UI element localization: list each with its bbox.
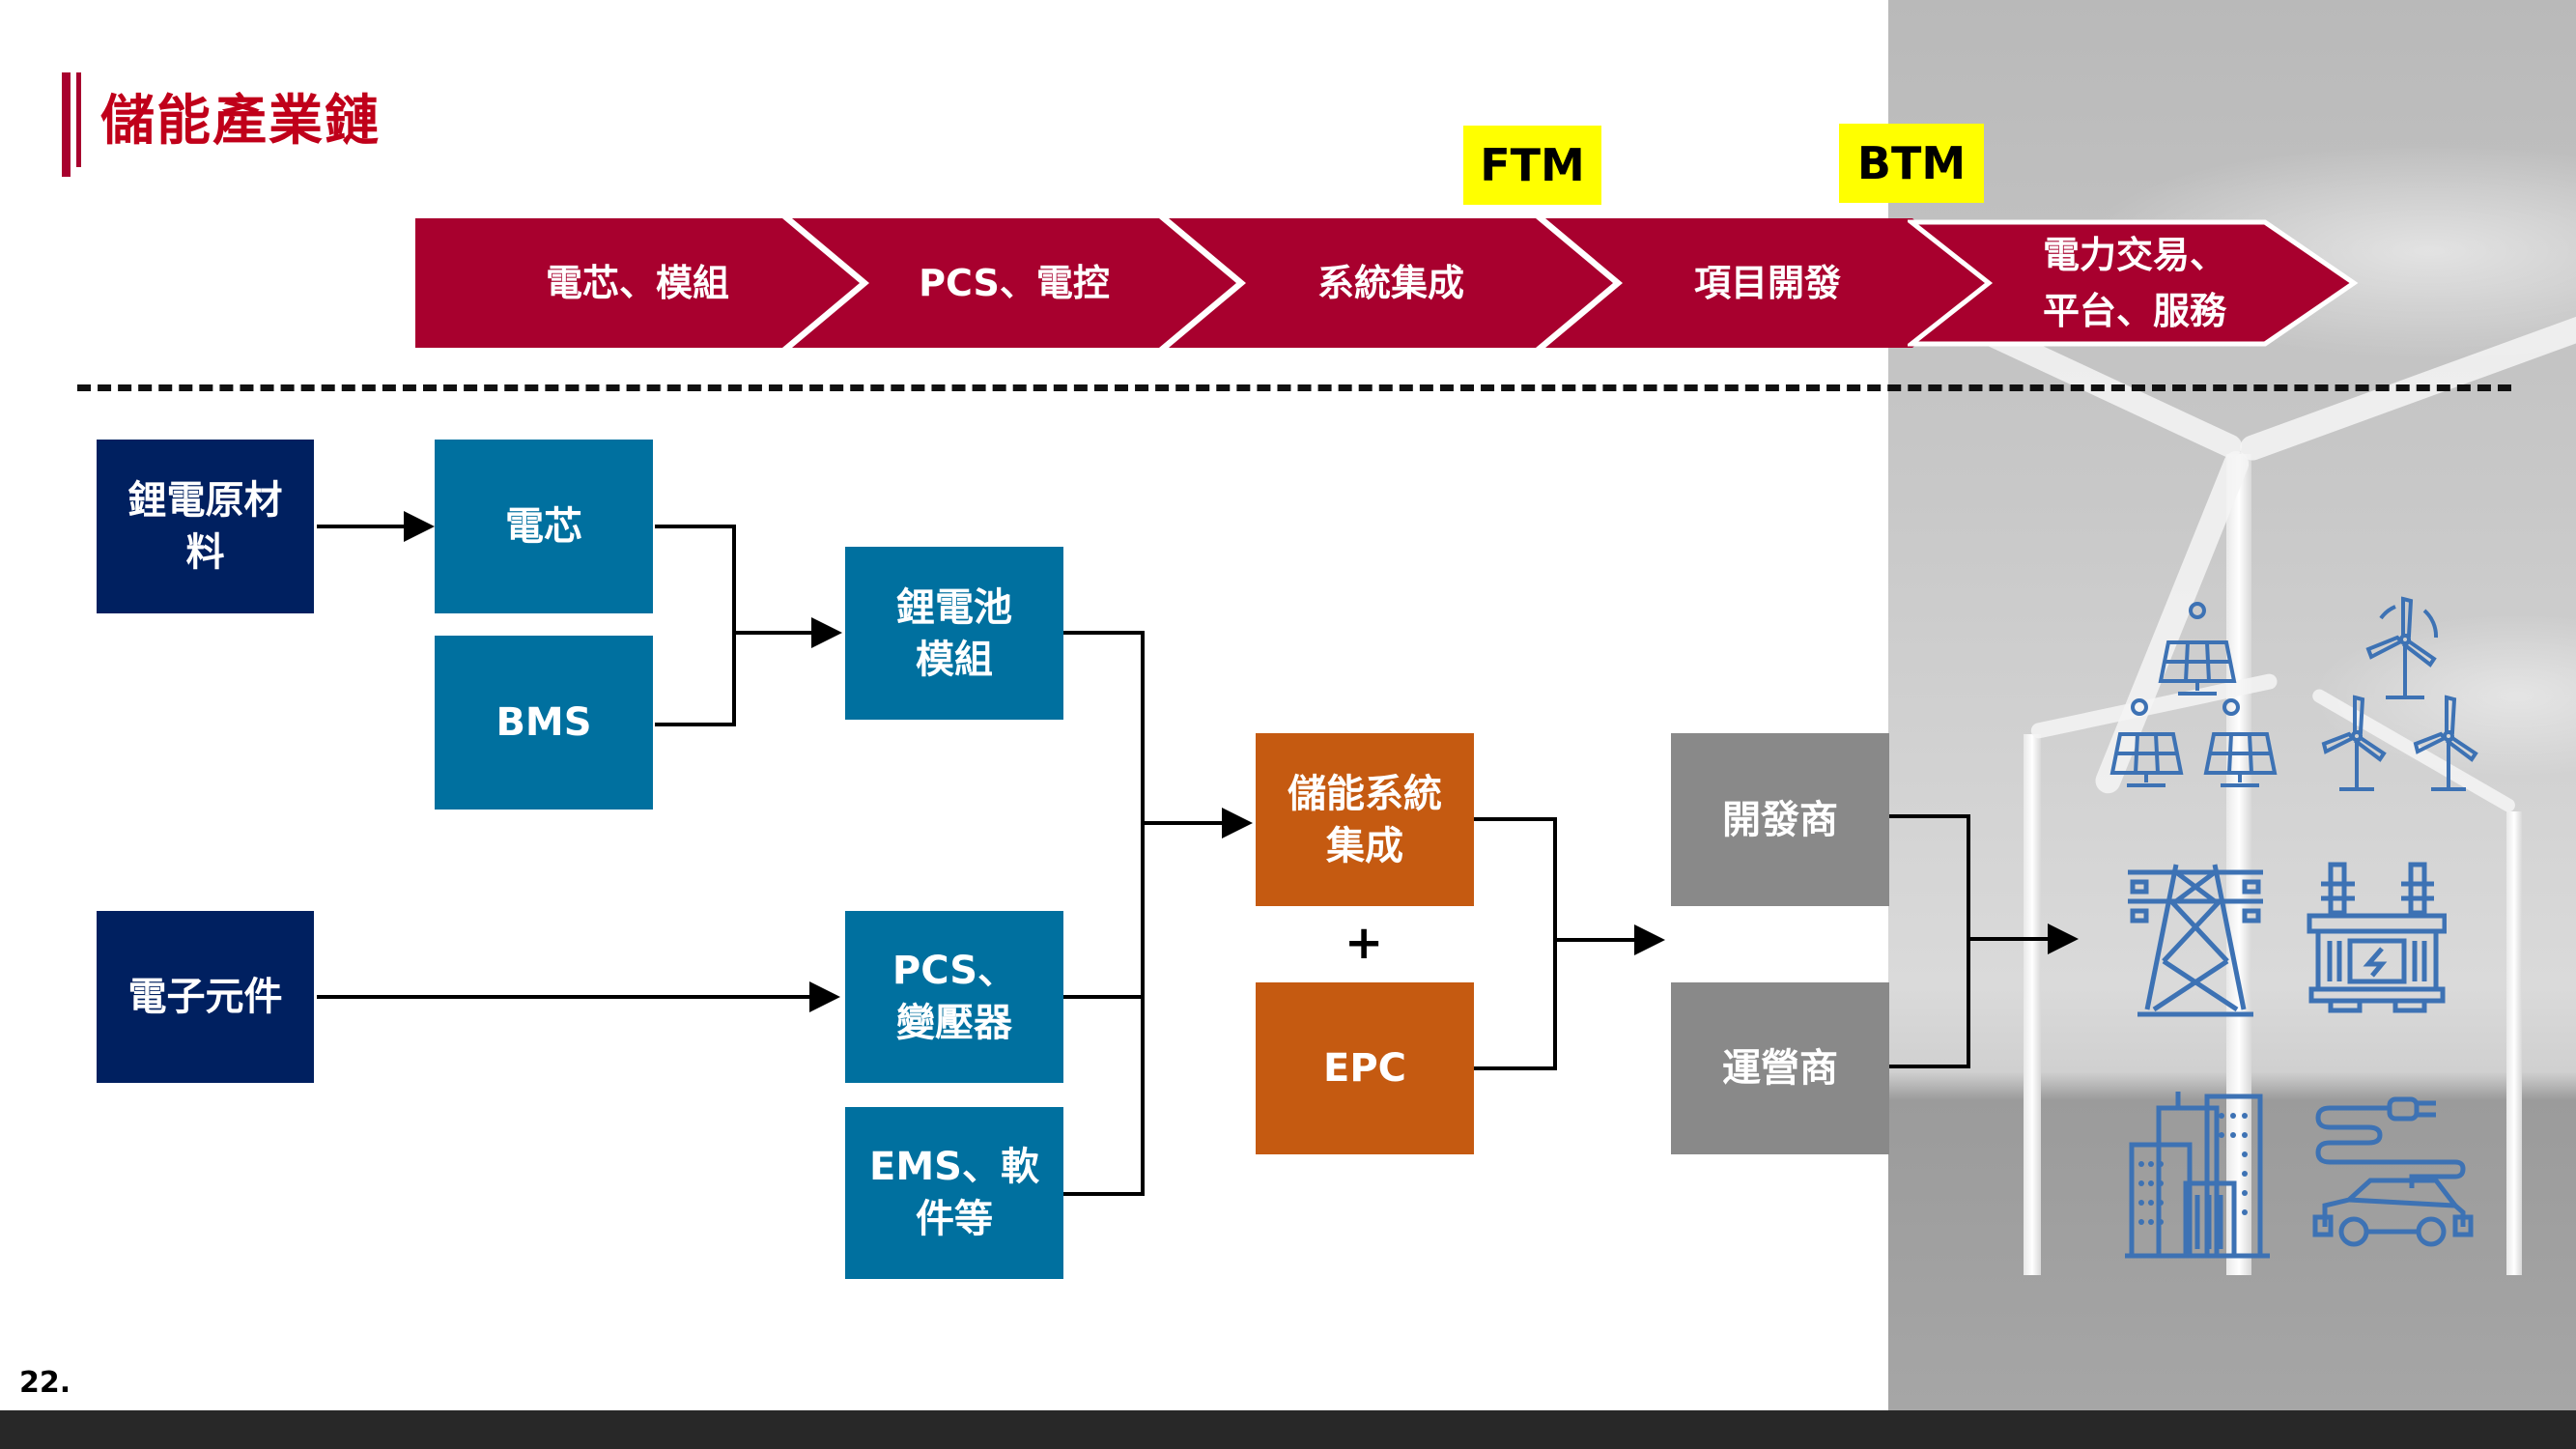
plus-sign: + <box>1345 916 1384 970</box>
operator-box: 運營商 <box>1671 982 1889 1154</box>
battery-module-box: 鋰電池 模組 <box>845 547 1063 720</box>
page-number: 22. <box>19 1366 71 1400</box>
title-accent-bar-thin <box>76 72 81 167</box>
pcs-transformer-box: PCS、 變壓器 <box>845 911 1063 1083</box>
box-label-line1: 鋰電池 <box>896 584 1012 630</box>
transformer-icon <box>2307 862 2447 1013</box>
chain-stage-label: 系統集成 <box>1316 262 1464 304</box>
electric-car-icon <box>2312 1096 2474 1247</box>
solar-panels-icon <box>2109 602 2278 787</box>
chain-stage-project-development: 項目開發 <box>1545 218 1990 348</box>
chain-stage-integration: 系統集成 <box>1169 218 1613 348</box>
ftm-tag: FTM <box>1463 126 1601 205</box>
footer-bar <box>0 1410 2576 1449</box>
box-label-line1: PCS、 <box>892 949 1017 993</box>
box-label-line1: EMS、軟 <box>869 1145 1039 1189</box>
storage-integration-box: 儲能系統 集成 <box>1256 733 1474 906</box>
box-label-line2: 變壓器 <box>896 1001 1012 1045</box>
page-title: 儲能產業鏈 <box>100 90 381 153</box>
chain-stage-label: 項目開發 <box>1693 262 1841 304</box>
ems-software-box: EMS、軟 件等 <box>845 1107 1063 1279</box>
box-label-line2: 集成 <box>1326 823 1403 868</box>
section-divider-dashed <box>77 384 2511 391</box>
chain-stage-pcs: PCS、電控 <box>792 218 1236 348</box>
box-label-line1: 鋰電原材 <box>127 478 283 523</box>
box-label-line1: 儲能系統 <box>1288 771 1442 816</box>
bms-box: BMS <box>435 636 653 810</box>
chain-stage-label: PCS、電控 <box>919 262 1110 304</box>
transmission-tower-icon <box>2128 864 2263 1017</box>
chain-stage-label-line2: 平台、服務 <box>2042 290 2226 332</box>
raw-materials-box: 鋰電原材 料 <box>97 440 314 613</box>
buildings-icon <box>2125 1092 2270 1259</box>
electronic-components-box: 電子元件 <box>97 911 314 1083</box>
chain-stage-label: 電芯、模組 <box>545 262 729 304</box>
box-label-line2: 模組 <box>916 637 993 682</box>
chain-stage-cells-modules: 電芯、模組 <box>415 218 860 348</box>
wind-turbines-icon <box>2321 596 2478 791</box>
epc-box: EPC <box>1256 982 1474 1154</box>
cell-box: 電芯 <box>435 440 653 613</box>
btm-tag: BTM <box>1839 124 1984 203</box>
box-label-line2: 件等 <box>916 1197 993 1241</box>
title-accent-bar <box>62 72 71 177</box>
developer-box: 開發商 <box>1671 733 1889 906</box>
chain-stage-label-line1: 電力交易、 <box>2042 234 2226 276</box>
box-label-line2: 料 <box>185 530 225 575</box>
chain-stage-trading-services: 電力交易、 平台、服務 <box>1908 218 2362 348</box>
